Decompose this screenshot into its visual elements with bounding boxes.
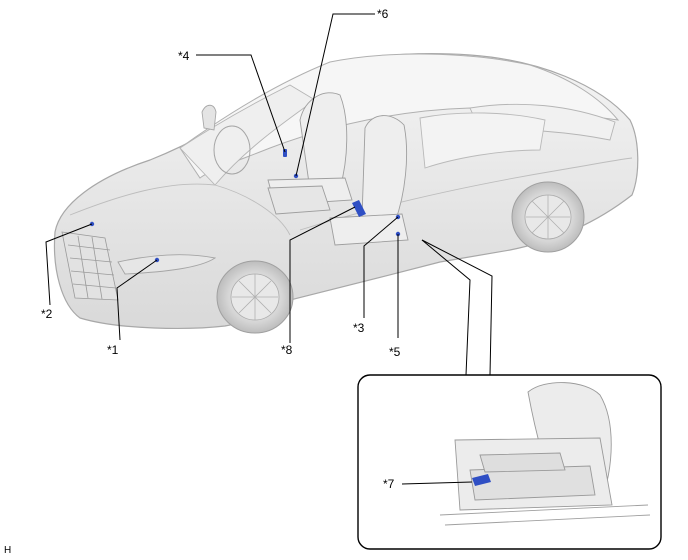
inset-detail (357, 374, 662, 550)
rear-wheel (511, 181, 585, 253)
front-grille (61, 231, 119, 301)
seat-back-right (361, 115, 408, 223)
center-console (267, 185, 331, 215)
leader-6 (295, 13, 375, 177)
leader-7 (401, 481, 473, 485)
callout-8: *8 (281, 343, 293, 357)
callout-5: *5 (389, 345, 401, 359)
headlight (117, 254, 217, 275)
leader-3 (363, 216, 399, 318)
component-marker-7 (472, 474, 491, 486)
hood-line (69, 183, 291, 236)
leader-8 (289, 206, 356, 343)
leader-4 (196, 54, 286, 153)
callout-3: *3 (353, 321, 365, 335)
front-wheel (216, 260, 294, 334)
component-marker-8 (352, 200, 366, 217)
leader-1 (116, 259, 158, 341)
car-illustration (53, 53, 639, 334)
corner-code: H (4, 545, 12, 556)
seat-cushion-right (329, 213, 409, 246)
side-mirror (201, 104, 217, 131)
callout-1: *1 (107, 343, 119, 357)
callout-4: *4 (178, 49, 190, 63)
inset-seat (439, 382, 651, 526)
steering-wheel (213, 125, 251, 175)
inset-leader-a (421, 239, 471, 376)
leader-2 (45, 223, 93, 306)
callout-7: *7 (383, 477, 395, 491)
inset-leader-b (421, 239, 493, 376)
callout-6: *6 (377, 7, 389, 21)
front-seats (267, 92, 409, 246)
callout-labels: *1 *2 *3 *4 *5 *6 *7 *8 (41, 7, 401, 491)
leader-lines (45, 13, 493, 485)
component-marker-4 (283, 149, 287, 157)
side-window (419, 112, 546, 169)
callout-2: *2 (41, 307, 53, 321)
